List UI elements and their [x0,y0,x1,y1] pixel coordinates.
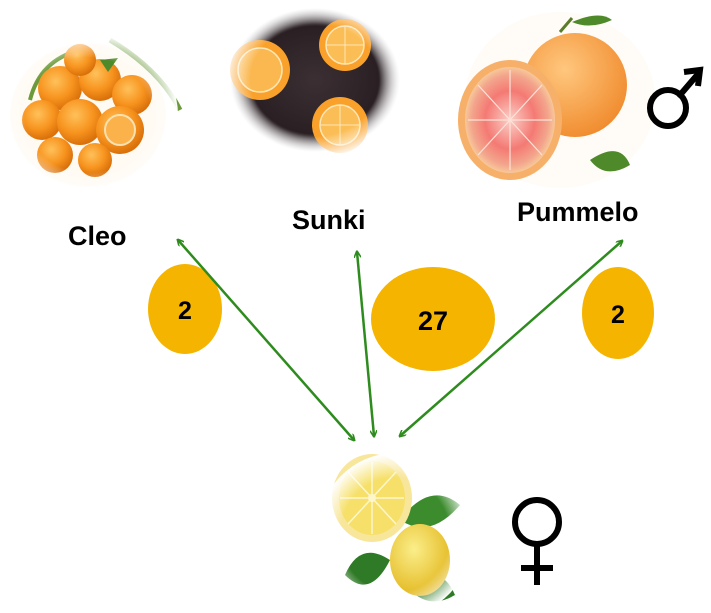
cleo-hybrid-arrow [178,240,354,440]
pummelo-label: Pummelo [517,197,639,227]
cleo-count: 2 [178,297,192,325]
pummelo-count-badge: 2 [582,267,654,359]
sunki-image [223,0,407,160]
pummelo-count: 2 [611,301,625,329]
hybrid-fruit-image [317,453,473,613]
sunki-count: 27 [418,306,448,336]
pummelo-hybrid-arrow [400,241,622,436]
female-symbol-icon [512,497,562,585]
male-symbol-icon [647,66,704,129]
sunki-label: Sunki [292,205,366,235]
cleo-image [0,33,183,197]
pummelo-image [458,12,655,188]
sunki-hybrid-arrow [357,252,374,436]
sunki-count-badge: 27 [371,267,495,371]
cleo-label: Cleo [68,221,127,251]
